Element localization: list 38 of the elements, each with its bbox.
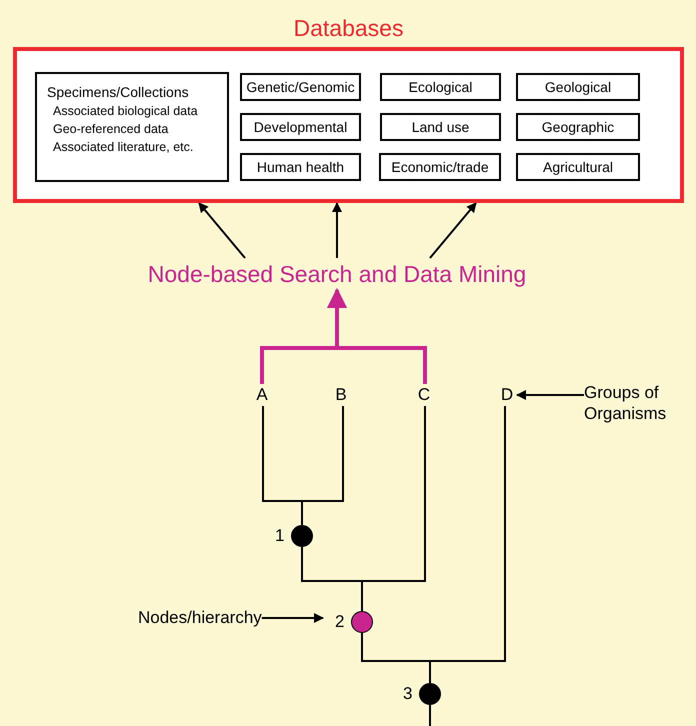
category-box: Geological [516, 73, 640, 101]
collection-box [35, 72, 229, 182]
category-box: Economic/trade [379, 153, 501, 181]
list-item: Geo-referenced data [53, 122, 168, 136]
tree-branch [301, 406, 344, 525]
arrow [198, 202, 246, 259]
taxon-label: C [414, 384, 434, 406]
arrow [429, 202, 477, 259]
node-number: 3 [403, 684, 412, 704]
category-box: Geographic [516, 113, 640, 141]
category-box: Developmental [240, 113, 361, 141]
category-box: Human health [240, 153, 361, 181]
tree-branch [361, 406, 426, 611]
category-box: Genetic/Genomic [240, 73, 361, 101]
node-dot [419, 683, 441, 705]
list-item: Associated literature, etc. [53, 140, 194, 154]
node-dot [351, 611, 373, 633]
taxon-label: B [331, 384, 351, 406]
panel-title: Databases [292, 14, 404, 42]
arrow [332, 202, 342, 258]
category-box: Agricultural [516, 153, 640, 181]
taxon-label: A [252, 384, 272, 406]
node-number: 2 [335, 612, 344, 632]
taxon-label: D [497, 384, 517, 406]
tree-branch [429, 705, 431, 726]
category-box: Land use [380, 113, 501, 141]
list-item: Associated biological data [53, 104, 198, 118]
annotation-text: Groups of Organisms [584, 382, 689, 424]
tree-branch [429, 406, 506, 683]
box-heading: Specimens/Collections [47, 84, 189, 100]
category-box: Ecological [380, 73, 501, 101]
node-number: 1 [275, 526, 284, 546]
arrow [327, 288, 427, 384]
node-dot [291, 525, 313, 547]
leader-line [516, 390, 584, 400]
annotation-text: Nodes/hierarchy [138, 607, 262, 629]
leader-line [262, 613, 324, 623]
search-label: Node-based Search and Data Mining [90, 258, 584, 290]
